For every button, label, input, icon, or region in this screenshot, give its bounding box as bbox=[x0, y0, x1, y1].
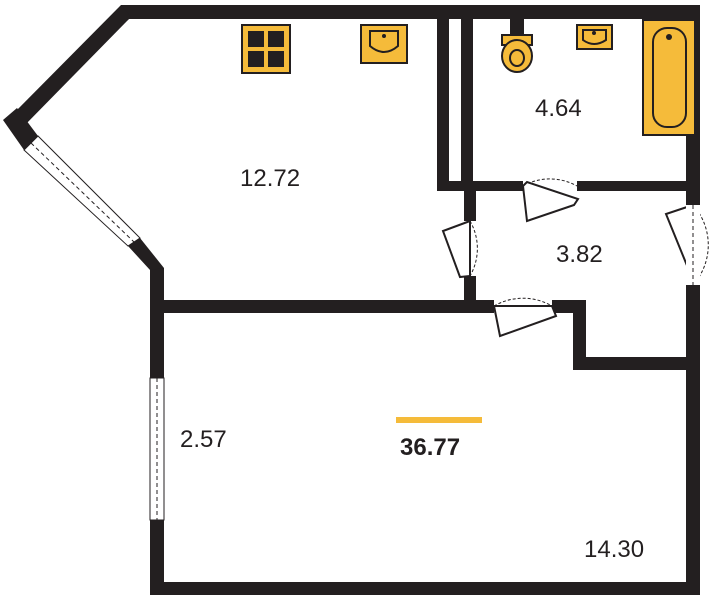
window-left bbox=[149, 377, 165, 521]
wall-bath-bottom-right bbox=[577, 181, 700, 191]
wall-diagonal-upper bbox=[13, 5, 131, 126]
room-area-hallway: 3.82 bbox=[556, 241, 603, 268]
wall-top bbox=[121, 5, 700, 19]
toilet-icon bbox=[501, 18, 533, 73]
wall-hall-step-horizontal bbox=[573, 357, 700, 370]
window-diagonal bbox=[23, 135, 141, 247]
room-area-living-room: 14.30 bbox=[584, 536, 644, 563]
room-area-kitchen: 12.72 bbox=[240, 165, 300, 192]
door-bathroom[interactable] bbox=[521, 178, 580, 223]
bathtub-icon bbox=[642, 19, 696, 136]
bathroom-sink-icon bbox=[576, 24, 613, 50]
wall-bath-left bbox=[461, 5, 473, 191]
wall-diagonal-lower-end bbox=[128, 238, 164, 270]
stove-icon bbox=[241, 24, 291, 74]
kitchen-sink-icon bbox=[360, 24, 408, 64]
wall-right bbox=[686, 5, 700, 595]
wall-left-lower-bottom bbox=[150, 520, 164, 595]
outer-walls bbox=[3, 5, 700, 595]
door-living-room[interactable] bbox=[492, 297, 558, 338]
door-entrance[interactable] bbox=[664, 203, 709, 286]
door-kitchen[interactable] bbox=[441, 219, 478, 279]
wall-living-top-left bbox=[150, 300, 494, 313]
wall-left-lower-top bbox=[150, 268, 164, 378]
wall-hall-left-top bbox=[464, 191, 476, 221]
total-area-accent-bar bbox=[396, 417, 482, 423]
wall-hall-left-bottom bbox=[464, 276, 476, 302]
wall-hall-step-vertical bbox=[573, 300, 586, 370]
total-area: 36.77 bbox=[400, 434, 460, 461]
interior-walls bbox=[150, 5, 700, 370]
wall-bath-bottom-left bbox=[437, 181, 523, 191]
wall-kitchen-right-outer bbox=[437, 5, 449, 191]
room-area-balcony: 2.57 bbox=[180, 426, 227, 453]
wall-left-corner bbox=[3, 108, 38, 150]
wall-bottom bbox=[150, 582, 700, 595]
room-area-bathroom: 4.64 bbox=[535, 95, 582, 122]
